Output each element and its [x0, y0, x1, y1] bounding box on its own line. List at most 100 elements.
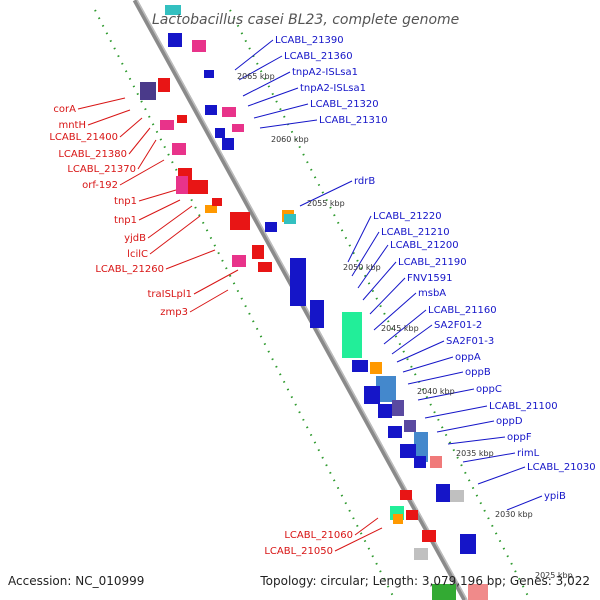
leader-line	[138, 189, 177, 202]
plus-strand-labels: LCABL_21390LCABL_21360tnpA2-ISLsa1tnpA2-…	[275, 35, 596, 502]
gene-block	[205, 205, 217, 213]
gene-block	[232, 255, 246, 267]
gene-block	[376, 376, 396, 402]
gene-block	[204, 70, 214, 78]
gene-label-minus: LCABL_21400	[49, 132, 118, 143]
leader-line	[402, 356, 454, 373]
leader-line	[436, 420, 495, 433]
position-tick-label: 2040 kbp	[417, 387, 455, 396]
gene-block	[232, 124, 244, 132]
gene-label-minus: mntH	[58, 120, 86, 131]
leader-line	[138, 199, 181, 221]
gene-label-plus: oppA	[455, 352, 481, 363]
gene-block	[168, 33, 182, 47]
leader-line	[242, 71, 291, 97]
label-leader-lines	[77, 39, 543, 552]
gene-block	[364, 386, 380, 404]
gene-block	[388, 426, 402, 438]
gene-block	[393, 514, 403, 524]
position-tick-label: 2030 kbp	[495, 510, 533, 519]
gene-label-minus: tnp1	[114, 196, 137, 207]
leader-line	[477, 466, 526, 485]
gene-block	[436, 484, 450, 502]
gene-label-plus: LCABL_21030	[527, 462, 596, 473]
gene-label-plus: tnpA2-ISLsa1	[292, 67, 358, 78]
leader-line	[369, 277, 406, 315]
genome-summary-text: Topology: circular; Length: 3,079,196 bp…	[260, 574, 590, 588]
leader-line	[119, 117, 143, 138]
gene-block	[165, 5, 181, 15]
gene-block	[430, 456, 442, 468]
gene-label-plus: oppD	[496, 416, 523, 427]
leader-line	[506, 495, 543, 511]
leader-line	[238, 55, 283, 81]
leader-line	[165, 249, 216, 270]
leader-line	[189, 289, 229, 313]
leader-line	[128, 127, 151, 155]
gene-label-minus: zmp3	[160, 307, 188, 318]
leader-line	[149, 215, 201, 255]
leader-line	[391, 324, 433, 355]
gene-label-minus: corA	[53, 104, 76, 115]
gene-block	[176, 176, 188, 194]
leader-line	[247, 87, 299, 107]
leader-line	[362, 261, 397, 301]
gene-block	[400, 444, 416, 458]
position-tick-label: 2035 kbp	[456, 449, 494, 458]
gene-block	[422, 530, 436, 542]
gene-block	[352, 360, 368, 372]
leader-line	[299, 180, 353, 207]
gene-label-plus: FNV1591	[407, 273, 453, 284]
leader-line	[424, 405, 488, 419]
gene-block	[404, 420, 416, 432]
position-tick-label: 2050 kbp	[343, 263, 381, 272]
leader-line	[87, 109, 131, 126]
gene-label-minus: LCABL_21260	[95, 264, 164, 275]
gene-label-plus: ypiB	[544, 491, 566, 502]
gene-block	[468, 584, 488, 600]
leader-line	[334, 527, 383, 552]
gene-block	[370, 362, 382, 374]
leader-line	[407, 371, 464, 385]
gene-label-plus: msbA	[418, 288, 446, 299]
leader-line	[193, 269, 239, 295]
gene-block	[310, 300, 324, 328]
gene-label-minus: lcilC	[127, 249, 148, 260]
gene-label-minus: tnp1	[114, 215, 137, 226]
leader-line	[354, 517, 379, 536]
gene-block	[414, 548, 428, 560]
leader-line	[351, 231, 380, 277]
gene-label-minus: LCABL_21050	[264, 546, 333, 557]
gene-block	[212, 198, 222, 206]
leader-line	[383, 309, 427, 345]
leader-line	[147, 205, 193, 239]
gene-block	[342, 312, 362, 358]
gene-block	[222, 138, 234, 150]
gene-label-plus: LCABL_21220	[373, 211, 442, 222]
gene-block	[140, 82, 156, 100]
gene-label-minus: LCABL_21380	[58, 149, 127, 160]
position-tick-label: 2065 kbp	[237, 72, 275, 81]
leader-line	[347, 215, 372, 263]
leader-line	[234, 39, 274, 71]
gene-label-plus: oppC	[476, 384, 502, 395]
gene-label-plus: rdrB	[354, 176, 375, 187]
gene-block	[186, 180, 208, 194]
position-tick-label: 2055 kbp	[307, 199, 345, 208]
gene-block	[230, 212, 250, 230]
gene-label-plus: SA2F01-2	[434, 320, 482, 331]
position-tick-label: 2045 kbp	[381, 324, 419, 333]
gene-block	[177, 115, 187, 123]
leader-line	[253, 103, 309, 119]
map-title: Lactobacillus casei BL23, complete genom…	[152, 12, 459, 28]
gene-block	[378, 404, 392, 418]
gene-block	[432, 584, 456, 600]
gene-block	[158, 78, 170, 92]
gene-label-plus: LCABL_21320	[310, 99, 379, 110]
gene-label-minus: traISLpl1	[147, 289, 192, 300]
gene-label-plus: LCABL_21200	[390, 240, 459, 251]
leader-line	[357, 244, 389, 289]
leader-line	[137, 139, 157, 170]
gene-label-plus: tnpA2-ISLsa1	[300, 83, 366, 94]
